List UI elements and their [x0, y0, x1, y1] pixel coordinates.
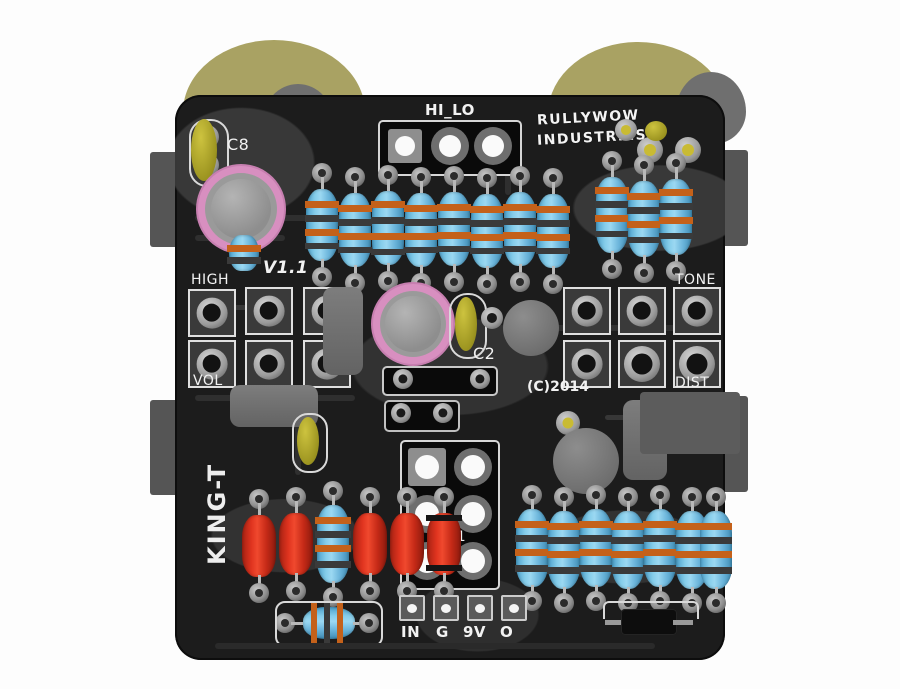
pot-pad-high-1[interactable]	[188, 289, 236, 337]
resistor	[611, 487, 645, 613]
resistor	[700, 487, 732, 613]
component-red-4	[389, 487, 425, 601]
pot-pad-vol-2[interactable]	[245, 340, 293, 388]
pad[interactable]	[470, 369, 490, 389]
trace	[215, 643, 655, 649]
gray-can-lower	[553, 428, 619, 494]
component-red-5	[426, 487, 462, 601]
hi-lo-label: HI_LO	[425, 101, 475, 119]
hi-lo-pad-2[interactable]	[431, 127, 469, 165]
pot-pad-vol-1[interactable]	[188, 340, 236, 388]
c2-label: C2	[473, 344, 496, 363]
sw1-pad-2[interactable]	[454, 448, 492, 486]
film-capacitor-c8	[191, 119, 217, 181]
gray-block-left	[323, 287, 363, 375]
connector-pad-o[interactable]	[501, 595, 527, 621]
pad[interactable]	[433, 403, 453, 423]
connector-label-in: IN	[401, 623, 421, 641]
resistor	[371, 165, 405, 291]
resistor	[503, 166, 537, 292]
film-cap-silk	[292, 413, 328, 473]
diode-silk-outline	[603, 601, 699, 619]
pad[interactable]	[391, 403, 411, 423]
component-red-3	[352, 487, 388, 601]
pot-pad-high-2[interactable]	[245, 287, 293, 335]
connector-pad-9v[interactable]	[467, 595, 493, 621]
hi-lo-header	[378, 120, 522, 176]
connector-label-9v: 9V	[463, 623, 487, 641]
film-capacitor-lower-left	[297, 417, 319, 465]
pot-pad-dist-3[interactable]	[673, 340, 721, 388]
component-red-1	[241, 489, 277, 603]
resistor-bottom-center	[275, 603, 379, 643]
resistor	[536, 168, 570, 294]
resistor-under-cap	[227, 235, 261, 271]
connector-label-g: G	[436, 623, 449, 641]
hi-lo-pad-1[interactable]	[388, 129, 422, 163]
hi-lo-pad-3[interactable]	[474, 127, 512, 165]
resistor	[305, 163, 339, 287]
component-red-2	[278, 487, 314, 601]
film-capacitor-right-top	[645, 121, 667, 141]
pot-pad-dist-1[interactable]	[563, 340, 611, 388]
resistor	[437, 166, 471, 292]
resistor	[595, 151, 629, 279]
board-name-label: KING-T	[203, 462, 231, 565]
resistor	[627, 155, 661, 283]
mounting-tab-right-mid	[640, 392, 740, 454]
c8-label: C8	[227, 135, 250, 154]
pot-pad-dist-2[interactable]	[618, 340, 666, 388]
high-label: HIGH	[191, 272, 230, 288]
resistor	[547, 487, 581, 613]
dist-label: DIST	[675, 375, 710, 391]
resistor-silk-outline	[275, 601, 383, 647]
resistor	[515, 485, 549, 611]
pad[interactable]	[481, 307, 503, 329]
resistor	[659, 153, 693, 281]
vol-label: VOL	[193, 373, 223, 389]
pad[interactable]	[393, 369, 413, 389]
pcb-board: HI_LO RULLYWOW INDUSTRIES C8	[175, 95, 732, 660]
electrolytic-capacitor-2	[380, 291, 446, 357]
connector-pad-in[interactable]	[399, 595, 425, 621]
film-capacitor-c2	[455, 297, 477, 351]
electrolytic-capacitor-1	[205, 173, 277, 245]
tone-label: TONE	[675, 272, 716, 288]
pot-pad-tone-2[interactable]	[618, 287, 666, 335]
copyright-label: (C)2014	[527, 379, 590, 395]
resistor-blue-bottom-left	[315, 481, 351, 607]
gray-can-center	[503, 300, 559, 356]
resistor	[643, 485, 677, 611]
pot-pad-tone-1[interactable]	[563, 287, 611, 335]
diode-bottom-right	[605, 605, 695, 639]
resistor	[470, 168, 504, 294]
resistor	[579, 485, 613, 611]
sw1-pad-1[interactable]	[408, 448, 446, 486]
connector-pad-g[interactable]	[433, 595, 459, 621]
c8-silk-outline	[189, 119, 229, 187]
pad[interactable]	[615, 119, 637, 141]
connector-label-o: O	[500, 623, 514, 641]
connector-pads	[399, 595, 527, 621]
resistor	[338, 167, 372, 293]
pot-pad-tone-3[interactable]	[673, 287, 721, 335]
sw1-pad-4[interactable]	[454, 495, 492, 533]
resistor	[404, 167, 438, 293]
version-label: V1.1	[263, 258, 309, 278]
